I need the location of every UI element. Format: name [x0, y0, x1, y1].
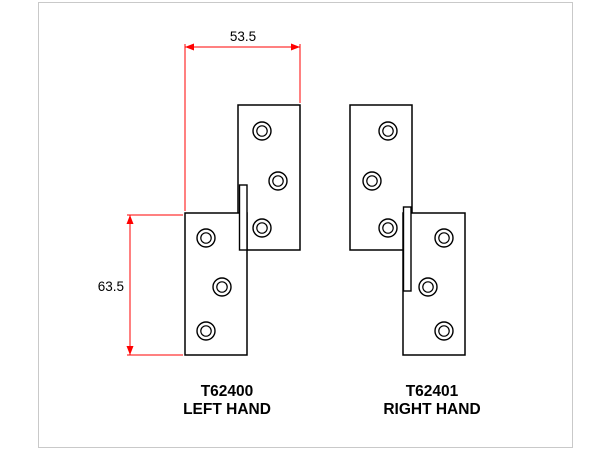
left-hinge-pin: [238, 184, 248, 251]
arrow-left-icon: [185, 43, 194, 51]
screw-hole-inner: [382, 222, 394, 234]
width-dimension: 53.5: [184, 29, 301, 211]
left-part-number: T62400: [201, 383, 254, 400]
screw-hole-inner: [366, 175, 378, 187]
right-hinge-pin: [402, 206, 412, 292]
height-dimension: 63.5: [98, 214, 183, 356]
right-hinge: [349, 104, 466, 356]
height-dimension-value: 63.5: [98, 279, 124, 294]
screw-hole-inner: [200, 325, 212, 337]
screw-hole-inner: [216, 281, 228, 293]
screw-hole-inner: [200, 232, 212, 244]
screw-hole-inner: [438, 232, 450, 244]
drawing-frame: [38, 2, 573, 448]
screw-hole-inner: [272, 175, 284, 187]
arrow-down-icon: [126, 346, 134, 355]
part-labels: T62400 LEFT HAND T62401 RIGHT HAND: [183, 383, 481, 418]
left-hinge: [184, 104, 301, 356]
screw-hole-inner: [382, 125, 394, 137]
arrow-right-icon: [291, 43, 300, 51]
left-hand-label: LEFT HAND: [183, 401, 271, 418]
screw-hole-inner: [422, 281, 434, 293]
arrow-up-icon: [126, 215, 134, 224]
screw-hole-inner: [256, 125, 268, 137]
width-dimension-value: 53.5: [230, 29, 256, 44]
right-part-number: T62401: [406, 383, 459, 400]
screw-hole-inner: [438, 325, 450, 337]
right-hand-label: RIGHT HAND: [383, 401, 480, 418]
screw-hole-inner: [256, 222, 268, 234]
